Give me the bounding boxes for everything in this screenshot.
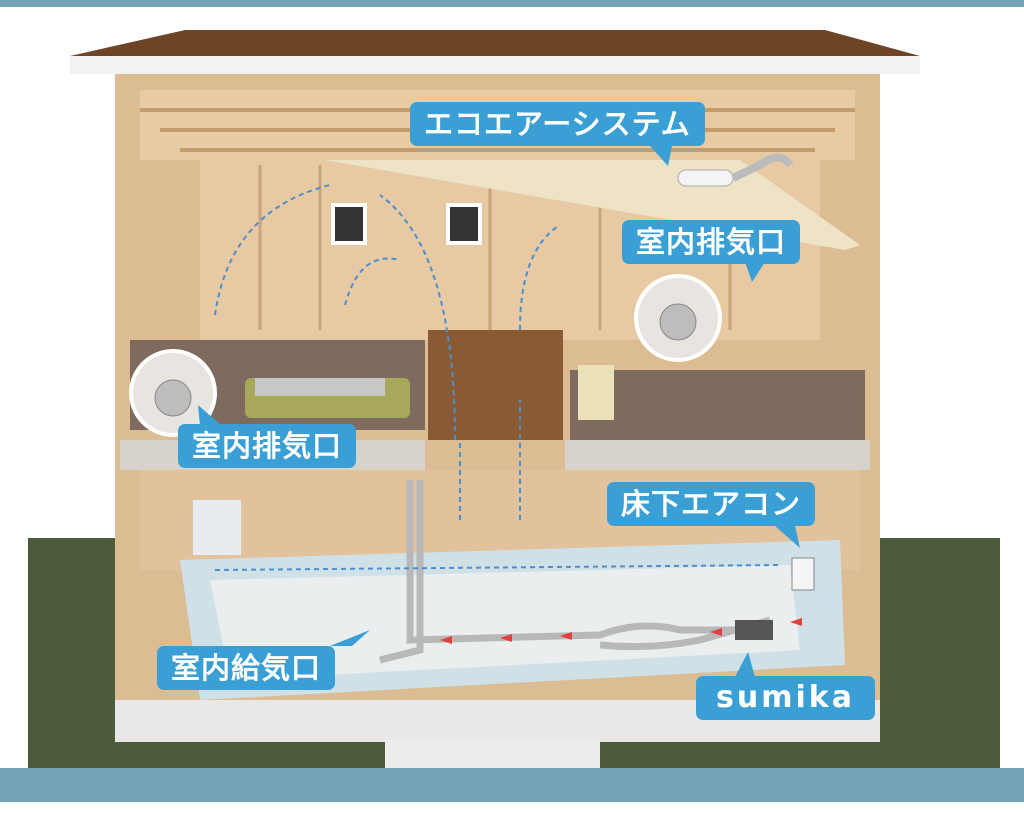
label-exhaust-vent-left: 室内排気口	[178, 424, 357, 468]
eco-air-unit	[677, 169, 734, 187]
label-sumika: sumika	[696, 676, 875, 720]
label-eco-air-system: エコエアーシステム	[410, 102, 705, 146]
underfloor-inner	[210, 565, 800, 680]
duct-arrows	[440, 618, 802, 644]
label-underfloor-ac: 床下エアコン	[607, 482, 816, 526]
bathtub	[193, 500, 241, 555]
window	[446, 203, 482, 245]
desk	[578, 365, 614, 420]
label-exhaust-vent-right: 室内排気口	[622, 220, 801, 264]
study-floor	[570, 370, 865, 440]
sumika-unit	[735, 620, 773, 640]
front-steps	[385, 740, 600, 768]
floor-slab-right	[565, 440, 870, 470]
label-pointers	[198, 146, 800, 677]
label-supply-vent: 室内給気口	[157, 646, 336, 690]
roof	[70, 30, 920, 56]
bed-mattress	[255, 378, 385, 396]
window	[331, 203, 367, 245]
stairwell	[428, 330, 563, 440]
underfloor-ac-unit	[791, 557, 815, 591]
top-frame-bar	[0, 0, 1024, 7]
bottom-frame-bar	[0, 768, 1024, 802]
airflow-paths	[214, 184, 781, 571]
eco-air-duct	[731, 153, 794, 182]
duct-lines	[379, 480, 771, 664]
roof-fascia	[70, 56, 920, 74]
